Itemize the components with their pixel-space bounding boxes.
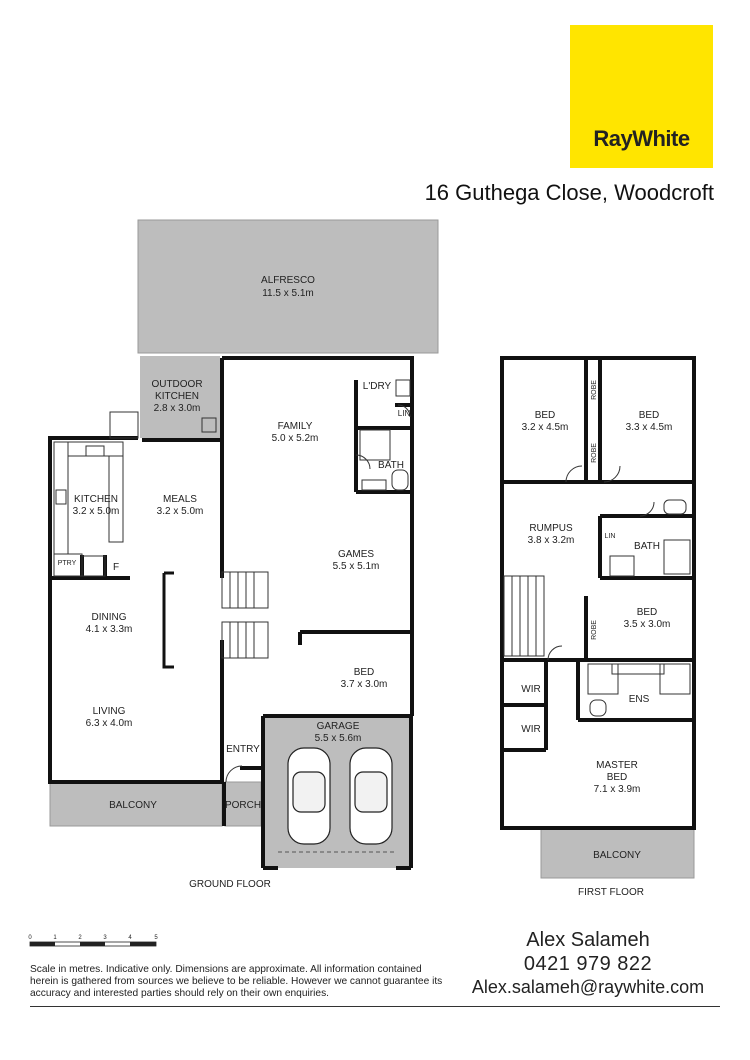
first-fixtures	[587, 499, 691, 717]
room-dims: 2.8 x 3.0m	[154, 403, 201, 414]
first-floor-walls	[500, 356, 696, 830]
room-dims: 3.2 x 4.5m	[522, 422, 569, 433]
agent-email[interactable]: Alex.salameh@raywhite.com	[471, 977, 705, 997]
scale-tick: 4	[128, 935, 132, 941]
agent-contact: Alex Salameh 0421 979 822 Alex.salameh@r…	[468, 928, 708, 998]
room-name: ROBE	[591, 380, 598, 400]
room-name: OUTDOOR	[151, 379, 202, 390]
room-dims: 3.2 x 5.0m	[73, 506, 120, 517]
room-dims: 3.8 x 3.2m	[528, 535, 575, 546]
room-name: BED	[637, 607, 658, 618]
agent-name: Alex Salameh	[526, 929, 650, 951]
first-floor-label: FIRST FLOOR	[578, 887, 644, 898]
room-dims: 3.3 x 4.5m	[626, 422, 673, 433]
room-name: MASTER	[596, 760, 638, 771]
room-name: MEALS	[163, 494, 197, 505]
room-name: ROBE	[591, 443, 598, 463]
scale-ticks: 0 1 2 3 4 5	[28, 935, 158, 941]
property-address: 16 Guthega Close, Woodcroft	[424, 180, 714, 205]
room-name: GAMES	[338, 549, 374, 560]
room-name: WIR	[521, 724, 540, 735]
scale-tick: 2	[78, 935, 82, 941]
room-name: GARAGE	[317, 721, 360, 732]
scale-tick: 0	[28, 935, 32, 941]
ground-balcony-area	[49, 781, 223, 827]
logo-text: RayWhite	[593, 126, 690, 151]
disclaimer-text: Scale in metres. Indicative only. Dimens…	[30, 964, 443, 999]
room-dims: 6.3 x 4.0m	[86, 718, 133, 729]
ground-floor-walls	[48, 356, 414, 870]
room-name: F	[113, 562, 119, 573]
room-name: RUMPUS	[529, 523, 573, 534]
room-name: BATH	[634, 541, 660, 552]
room-name: PTRY	[58, 560, 77, 567]
room-dims: 5.0 x 5.2m	[272, 433, 319, 444]
room-dims: 4.1 x 3.3m	[86, 624, 133, 635]
room-name: ENTRY	[226, 744, 260, 755]
room-name: DINING	[92, 612, 127, 623]
room-dims: 5.5 x 5.6m	[315, 733, 362, 744]
first-stairs	[503, 575, 545, 657]
room-name: ENS	[629, 694, 650, 705]
agent-phone[interactable]: 0421 979 822	[523, 953, 653, 975]
room-name: L'DRY	[363, 381, 392, 392]
room-name: BED	[639, 410, 660, 421]
room-dims: 3.5 x 3.0m	[624, 619, 671, 630]
outdoor-kitchen-area	[140, 356, 220, 438]
ground-doors	[225, 404, 411, 783]
room-name: BED	[607, 772, 628, 783]
first-doors	[547, 465, 655, 661]
scale-tick: 3	[103, 935, 107, 941]
room-name: WIR	[521, 684, 540, 695]
room-name: FAMILY	[278, 421, 313, 432]
room-name: KITCHEN	[74, 494, 118, 505]
room-dims: 5.5 x 5.1m	[333, 561, 380, 572]
ground-stairs	[221, 571, 269, 659]
room-name: BATH	[378, 460, 404, 471]
ground-floor-label: GROUND FLOOR	[189, 879, 271, 890]
first-balcony-area	[540, 827, 695, 879]
room-name: PORCH	[225, 800, 261, 811]
room-name: BALCONY	[109, 800, 157, 811]
car-icon	[287, 747, 393, 845]
scale-tick: 5	[154, 935, 158, 941]
room-name: LIVING	[93, 706, 126, 717]
dining-wall	[162, 571, 174, 669]
porch-area	[224, 781, 262, 827]
room-name: BALCONY	[593, 850, 641, 861]
room-name: KITCHEN	[155, 391, 199, 402]
scale-tick: 1	[53, 935, 57, 941]
room-name: ALFRESCO	[261, 275, 315, 286]
room-name: BED	[535, 410, 556, 421]
room-name: BED	[354, 667, 375, 678]
footer-divider	[30, 1006, 720, 1007]
room-dims: 7.1 x 3.9m	[594, 784, 641, 795]
alfresco-area	[137, 219, 439, 354]
kitchen-joinery	[53, 379, 411, 577]
scale-bar	[29, 941, 157, 947]
room-dims: 3.2 x 5.0m	[157, 506, 204, 517]
room-name: LIN	[605, 533, 616, 540]
room-dims: 11.5 x 5.1m	[262, 288, 314, 299]
room-name: ROBE	[591, 620, 598, 640]
room-dims: 3.7 x 3.0m	[341, 679, 388, 690]
room-name: LIN	[398, 409, 411, 418]
ray-white-logo: RayWhite	[570, 25, 713, 168]
